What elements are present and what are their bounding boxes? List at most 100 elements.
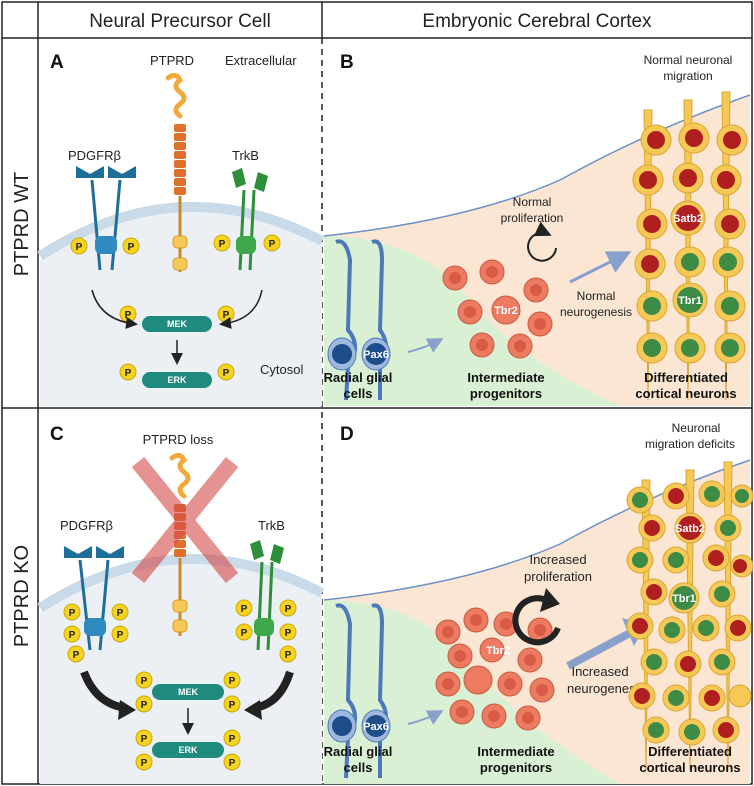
- trkb-label-c: TrkB: [258, 518, 285, 533]
- svg-text:P: P: [269, 239, 276, 250]
- cortical-neurons-b: [632, 91, 748, 401]
- erk-label-a: ERK: [167, 375, 187, 385]
- panel-b: B Normal neuronal migration Pax6: [324, 52, 751, 406]
- tbr1-label-b: Tbr1: [678, 295, 702, 307]
- panel-d: D Neuronal migration deficits Pax6: [324, 421, 754, 784]
- proliferation-cycle-arrow-d: [512, 595, 561, 646]
- migration-label-b-2: migration: [663, 69, 712, 83]
- neurogenesis-label-b-1: Normal: [577, 289, 616, 303]
- migration-label-b-1: Normal neuronal: [644, 53, 733, 67]
- pdgfrb-label: PDGFRβ: [68, 148, 121, 163]
- svg-text:P: P: [229, 676, 236, 687]
- panel-d-letter: D: [340, 424, 354, 445]
- rg-to-ip-arrow-b: [407, 338, 444, 353]
- row-label-wt: PTPRD WT: [11, 172, 33, 276]
- radial-glia-label-b-1: Radial glial: [324, 370, 393, 385]
- trkb-to-mek-arrow-a: [219, 289, 263, 329]
- pdgfrb-arrowhead-c: [118, 700, 136, 720]
- neurogenesis-arrow-b: [569, 251, 632, 284]
- intermediate-label-b-1: Intermediate: [467, 370, 544, 385]
- extracellular-label: Extracellular: [225, 53, 297, 68]
- differentiated-label-d-2: cortical neurons: [639, 760, 740, 775]
- svg-text:P: P: [285, 628, 292, 639]
- tbr2-label-d: Tbr2: [486, 645, 510, 657]
- pdgfrb-receptor-c: [64, 546, 124, 651]
- panel-c-letter: C: [50, 424, 64, 445]
- intermediate-progenitors-b: [442, 259, 553, 359]
- svg-text:P: P: [141, 676, 148, 687]
- proliferation-label-d-2: proliferation: [524, 569, 592, 584]
- panel-a: A PTPRD Extracellular PDGFRβ TrkB Cytoso…: [37, 52, 325, 406]
- mek-label-a: MEK: [167, 319, 188, 329]
- pdgfrb-label-c: PDGFRβ: [60, 518, 113, 533]
- svg-text:P: P: [117, 608, 124, 619]
- pax6-label-d: Pax6: [363, 721, 389, 733]
- svg-text:P: P: [141, 700, 148, 711]
- panel-c: C PTPRD loss PDGFRβ TrkB: [37, 424, 325, 784]
- tbr1-label-d: Tbr1: [672, 593, 696, 605]
- svg-text:P: P: [229, 758, 236, 769]
- rg-to-ip-arrow-d: [407, 710, 444, 725]
- radial-glia-d: [327, 603, 391, 779]
- svg-text:P: P: [223, 368, 230, 379]
- svg-text:P: P: [125, 310, 132, 321]
- intermediate-label-d-2: progenitors: [480, 760, 552, 775]
- pdgfrb-receptor-a: [76, 166, 136, 271]
- proliferation-arrowhead-d: [540, 588, 560, 612]
- erk-kinase-c: [152, 742, 224, 758]
- trkb-receptor-a: [232, 168, 268, 271]
- panel-a-letter: A: [50, 52, 64, 73]
- svg-text:P: P: [69, 630, 76, 641]
- ptprd-receptor: [165, 72, 188, 272]
- proliferation-label-b-2: proliferation: [501, 211, 564, 225]
- intermediate-label-d-1: Intermediate: [477, 744, 554, 759]
- trkb-label: TrkB: [232, 148, 259, 163]
- mek-kinase-a: [142, 316, 212, 332]
- satb2-label-d: Satb2: [675, 523, 705, 535]
- proliferation-label-b-1: Normal: [513, 195, 552, 209]
- migration-label-d-2: migration deficits: [645, 437, 735, 451]
- neurogenesis-label-b-2: neurogenesis: [560, 305, 632, 319]
- ptprd-loss-label: PTPRD loss: [143, 432, 214, 447]
- neurogenesis-label-d-2: neurogenesis: [567, 681, 646, 696]
- tbr2-label-b: Tbr2: [494, 305, 518, 317]
- svg-text:P: P: [229, 734, 236, 745]
- mek-kinase-c: [152, 684, 224, 700]
- svg-text:P: P: [241, 628, 248, 639]
- proliferation-label-d-1: Increased: [529, 552, 586, 567]
- differentiated-label-b-2: cortical neurons: [635, 386, 736, 401]
- pax6-label-b: Pax6: [363, 349, 389, 361]
- svg-text:P: P: [76, 242, 83, 253]
- header-neural-precursor: Neural Precursor Cell: [89, 11, 271, 32]
- cytosol-region-c: [40, 562, 322, 784]
- satb2-label-b: Satb2: [673, 213, 703, 225]
- erk-kinase-a: [142, 372, 212, 388]
- trkb-arrowhead-c: [244, 700, 262, 720]
- svg-text:P: P: [128, 242, 135, 253]
- differentiated-label-d-1: Differentiated: [648, 744, 732, 759]
- svg-text:P: P: [117, 630, 124, 641]
- radial-glia-label-d-1: Radial glial: [324, 744, 393, 759]
- svg-text:P: P: [285, 604, 292, 615]
- radial-glia-label-d-2: cells: [344, 760, 373, 775]
- mek-label-c: MEK: [178, 687, 199, 697]
- svg-text:P: P: [229, 700, 236, 711]
- panel-b-letter: B: [340, 52, 354, 73]
- intermediate-label-b-2: progenitors: [470, 386, 542, 401]
- trkb-receptor-c: [250, 540, 284, 651]
- svg-text:P: P: [73, 650, 80, 661]
- svg-text:P: P: [69, 608, 76, 619]
- svg-text:P: P: [219, 239, 226, 250]
- pdgfrb-to-mek-arrow-a: [91, 289, 138, 329]
- erk-label-c: ERK: [178, 745, 198, 755]
- neurogenesis-arrow-d: [566, 628, 634, 670]
- row-label-ko: PTPRD KO: [11, 545, 33, 647]
- header-cerebral-cortex: Embryonic Cerebral Cortex: [422, 11, 652, 32]
- migration-label-d-1: Neuronal: [672, 421, 721, 435]
- neurogenesis-label-d-1: Increased: [571, 664, 628, 679]
- svg-text:P: P: [285, 650, 292, 661]
- radial-glia-label-b-2: cells: [344, 386, 373, 401]
- intermediate-progenitors-d: [435, 607, 555, 731]
